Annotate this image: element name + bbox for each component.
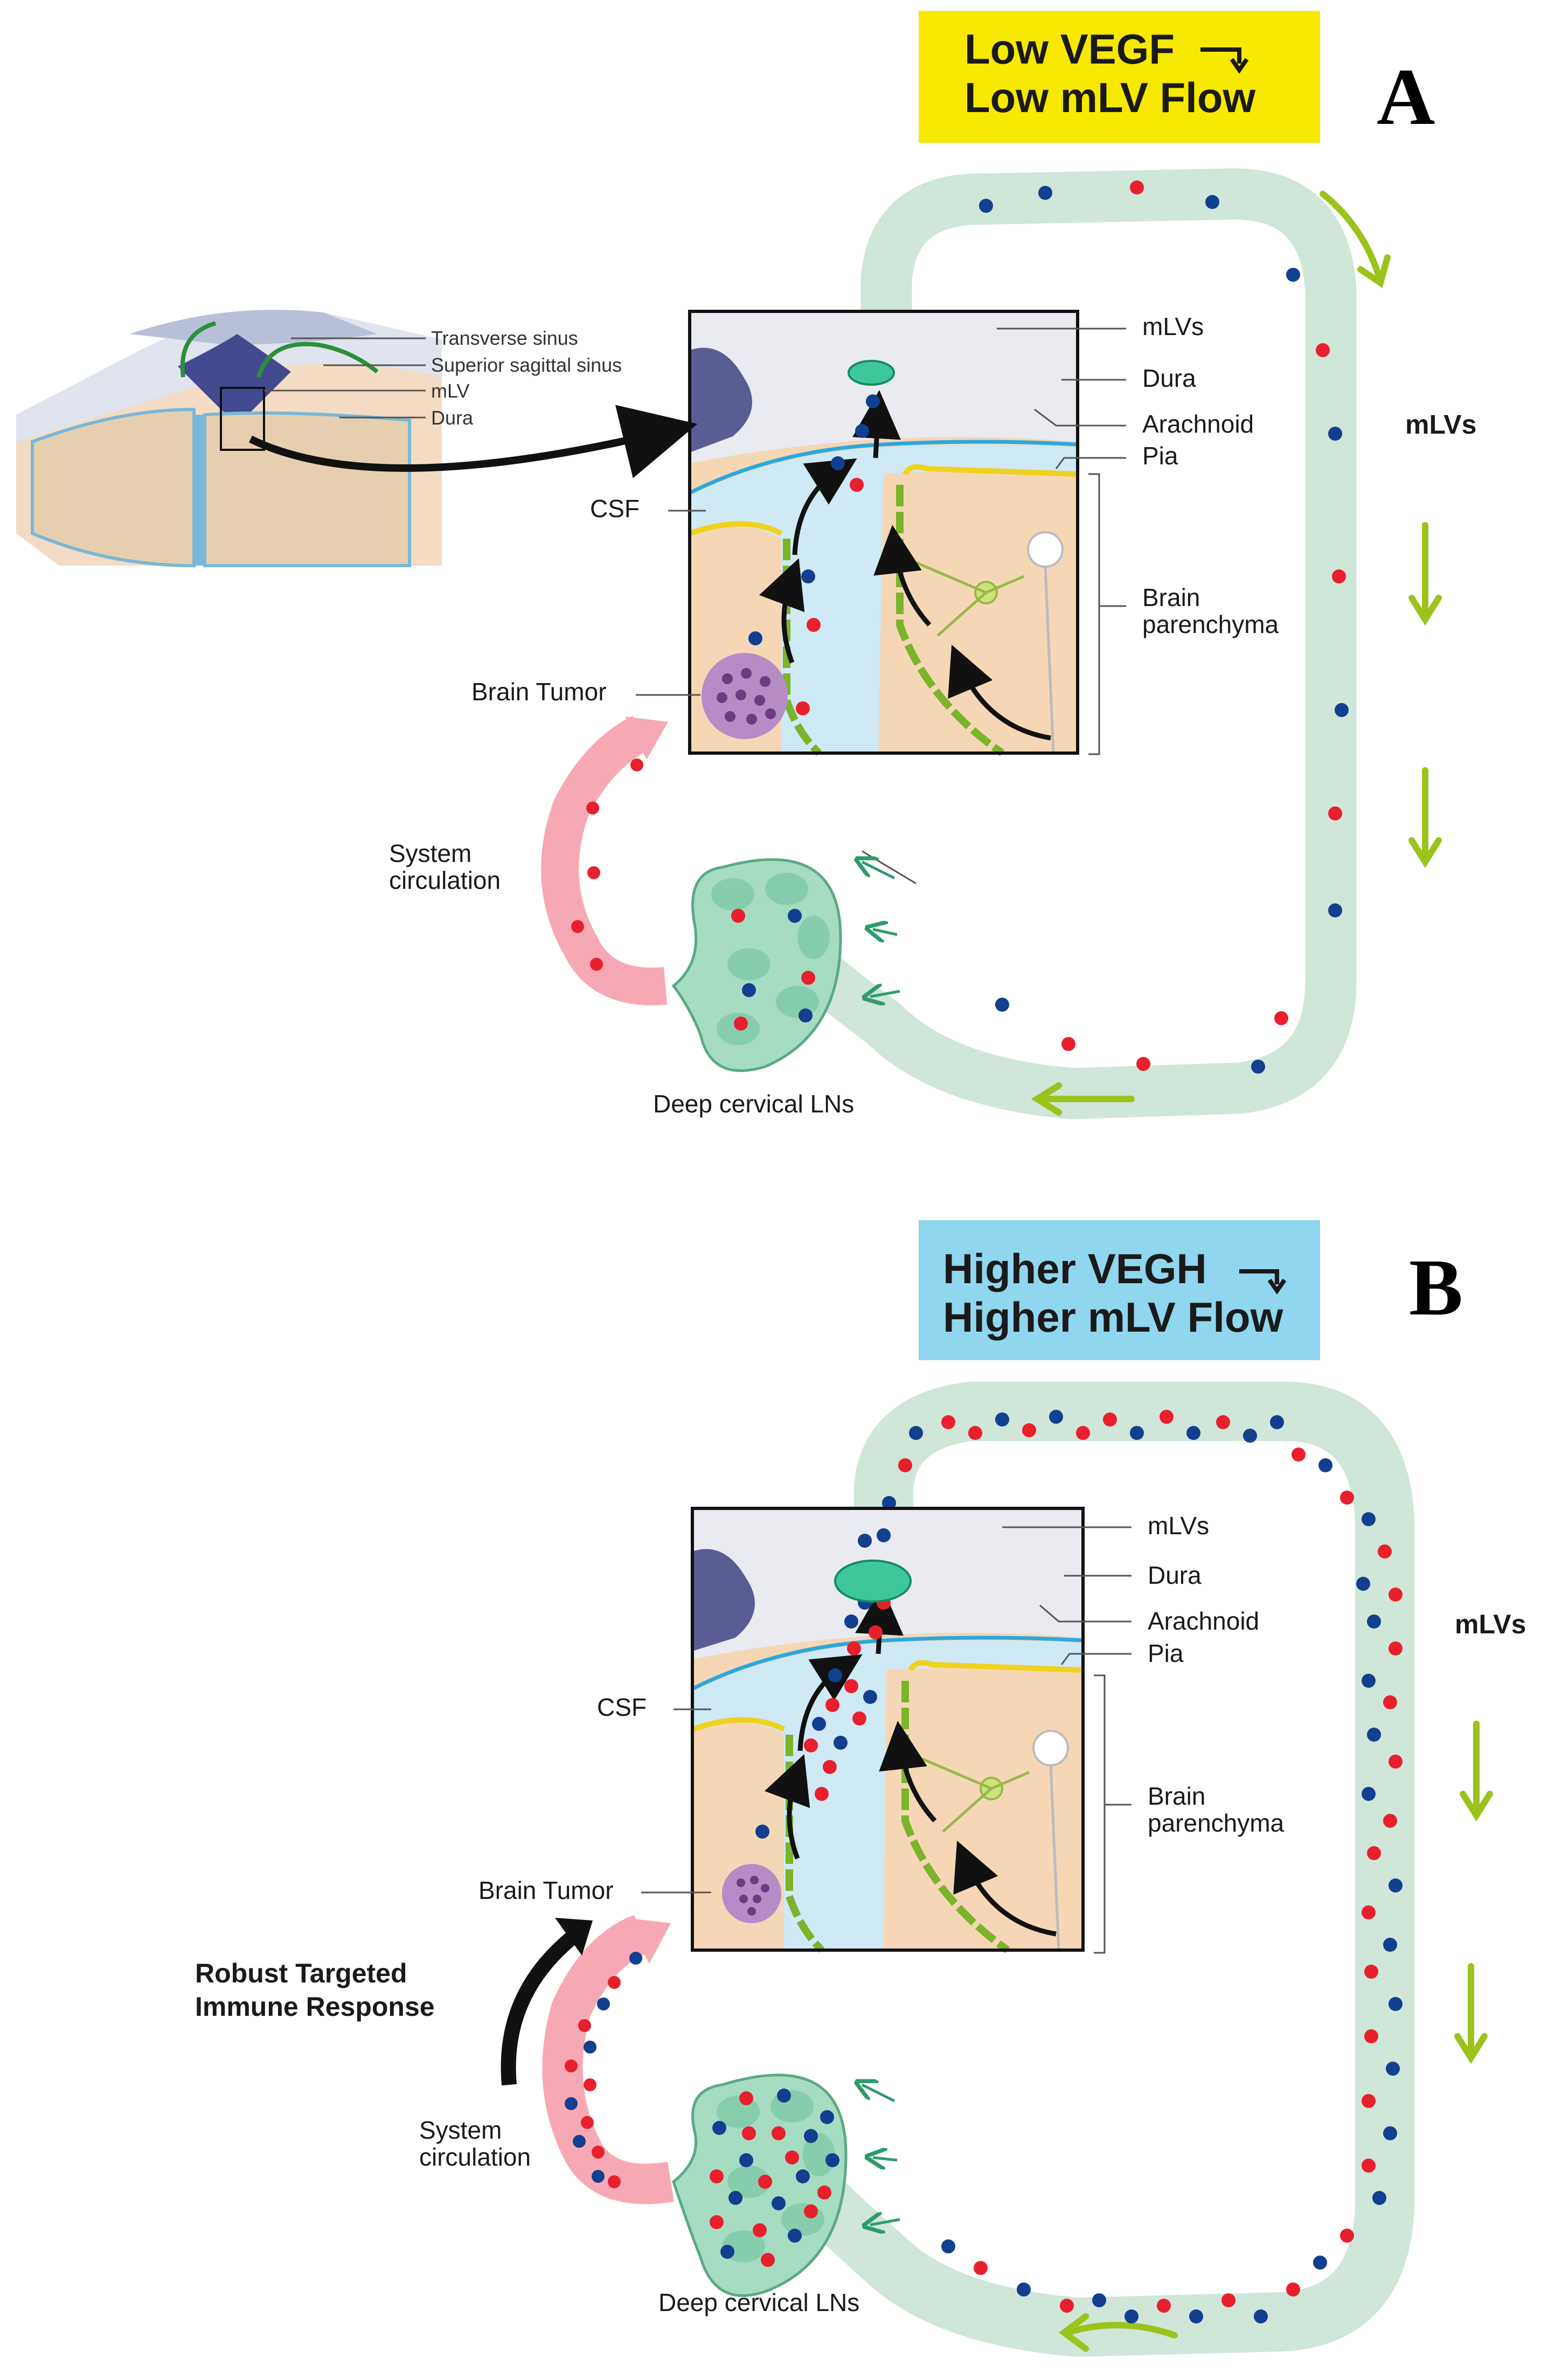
panel-a-flow-arrows [1031,191,1442,1116]
inset-mlv-label: mLV [431,380,469,402]
inset-dura-label: Dura [431,407,474,429]
panel-b-csf-label: CSF [597,1693,647,1721]
panel-b-brain-label: Brain [1148,1782,1205,1810]
panel-b-mlvs-label: mLVs [1148,1512,1209,1540]
panel-a-box-line1: Low VEGF [964,25,1175,73]
panel-b-dura-label: Dura [1148,1561,1202,1589]
panel-b: Higher VEGH Higher mLV Flow B [195,1220,1526,2357]
panel-a-mlv-loop [782,168,1357,1119]
panel-b-box-line1: Higher VEGH [943,1245,1207,1292]
panel-a-pia-label: Pia [1142,442,1178,470]
panel-a-circulation [541,715,668,1006]
panel-b-bent-arrow-icon [1239,1269,1279,1284]
panel-b-circulation-cells [565,1952,642,2188]
panel-a-brain-tumor-label: Brain Tumor [471,678,607,706]
panel-b-cross-section [691,1507,1106,1954]
panel-b-immune-label-2: Immune Response [195,1992,435,2022]
panel-b-circulation-label: circulation [419,2143,531,2171]
panel-b-box-line2: Higher mLV Flow [943,1293,1283,1341]
panel-a-labels: mLVs Dura Arachnoid Pia Brain parenchyma… [389,312,1476,1118]
panel-a-csf-label: CSF [590,495,640,523]
panel-a-arachnoid-label: Arachnoid [1142,410,1254,438]
panel-b-letter: B [1409,1243,1463,1332]
panel-a-mlvs-label: mLVs [1142,312,1204,340]
panel-a-system-label: System [389,839,471,867]
panel-a-cross-section [688,310,1100,756]
inset-superior-sagittal-sinus-label: Superior sagittal sinus [431,354,622,376]
panel-b-brain-tumor-label: Brain Tumor [478,1876,614,1904]
panel-a-bent-arrow-icon [1200,47,1241,64]
panel-b-labels: mLVs Dura Arachnoid Pia Brain parenchyma… [195,1512,1526,2316]
panel-b-header-box: Higher VEGH Higher mLV Flow [919,1220,1320,1360]
panel-a-header-box: Low VEGF Low mLV Flow [919,11,1320,143]
panel-b-deep-cervical-label: Deep cervical LNs [658,2288,859,2316]
panel-b-mlv-loop [779,1382,1414,2357]
panel-a-letter: A [1377,52,1435,142]
panel-b-arachnoid-label: Arachnoid [1148,1607,1259,1635]
panel-a-dura-label: Dura [1142,364,1196,392]
inset-zoom-arrow [248,405,698,478]
panel-a-parenchyma-label: parenchyma [1142,610,1279,638]
panel-a-lymph-node [671,858,842,1072]
panel-b-immune-label-1: Robust Targeted [195,1958,407,1988]
panel-b-lymph-node [672,2073,848,2297]
panel-a-mlvs-side-label: mLVs [1405,409,1476,440]
panel-b-flow-arrows [1059,1721,1493,2352]
panel-b-pia-label: Pia [1148,1639,1184,1667]
panel-a-loop-cells [869,180,1349,1074]
panel-a-brain-inset: Transverse sinus Superior sagittal sinus… [16,310,698,568]
panel-a: Low VEGF Low mLV Flow A [16,11,1476,1119]
panel-b-parenchyma-label: parenchyma [1148,1809,1285,1837]
panel-a-box-line2: Low mLV Flow [964,74,1256,121]
panel-a-brain-label: Brain [1142,583,1200,611]
panel-a-deep-cervical-label: Deep cervical LNs [653,1090,854,1118]
panel-a-circulation-label: circulation [389,866,501,894]
panel-b-loop-cells [855,1410,1403,2323]
panel-b-immune-arrow [501,1927,581,2086]
inset-transverse-sinus-label: Transverse sinus [431,327,578,349]
panel-b-system-label: System [419,2116,502,2144]
panel-b-mlvs-side-label: mLVs [1455,1609,1526,1639]
